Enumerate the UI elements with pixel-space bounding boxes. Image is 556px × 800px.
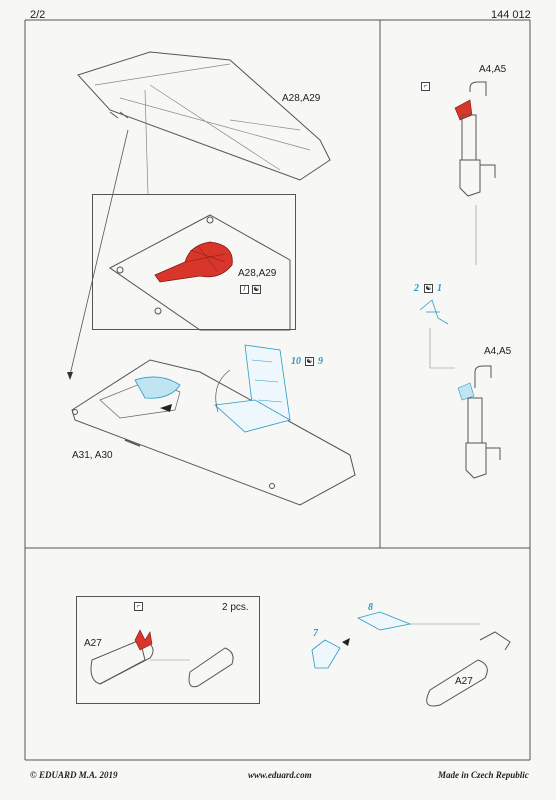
strut-top-label: A4,A5 [479, 64, 507, 75]
yin-yang-icon: ☯ [252, 285, 261, 294]
surface-icon: / [240, 285, 249, 294]
yin-yang-icon: ☯ [424, 284, 433, 293]
detail-box [92, 194, 296, 330]
tank-right-label: A27 [455, 676, 473, 687]
fold-icon: ⌐ [421, 82, 430, 91]
footer-url[interactable]: www.eduard.com [248, 770, 312, 780]
footer-origin: Made in Czech Republic [438, 770, 529, 780]
strut-bottom-label: A4,A5 [484, 346, 512, 357]
pcs-label: 2 pcs. [222, 602, 249, 613]
footer-copyright: © EDUARD M.A. 2019 [30, 770, 118, 780]
pe-number: 10 [291, 356, 301, 367]
page-number: 2/2 [30, 9, 46, 21]
sheet-code: 144 012 [491, 9, 531, 21]
yin-yang-icon: ☯ [305, 357, 314, 366]
wing-part-label: A28,A29 [282, 93, 321, 104]
fold-icon: ⌐ [134, 602, 143, 611]
tank-box [76, 596, 260, 704]
pe-number: 7 [313, 628, 318, 639]
pe-number: 8 [368, 602, 373, 613]
detail-part-label: A28,A29 [238, 268, 277, 279]
pe-number: 9 [318, 356, 323, 367]
pe-number: 2 [414, 283, 419, 294]
lower-wing-label: A31, A30 [72, 450, 113, 461]
pe-number: 1 [437, 283, 442, 294]
tank-left-label: A27 [84, 638, 102, 649]
